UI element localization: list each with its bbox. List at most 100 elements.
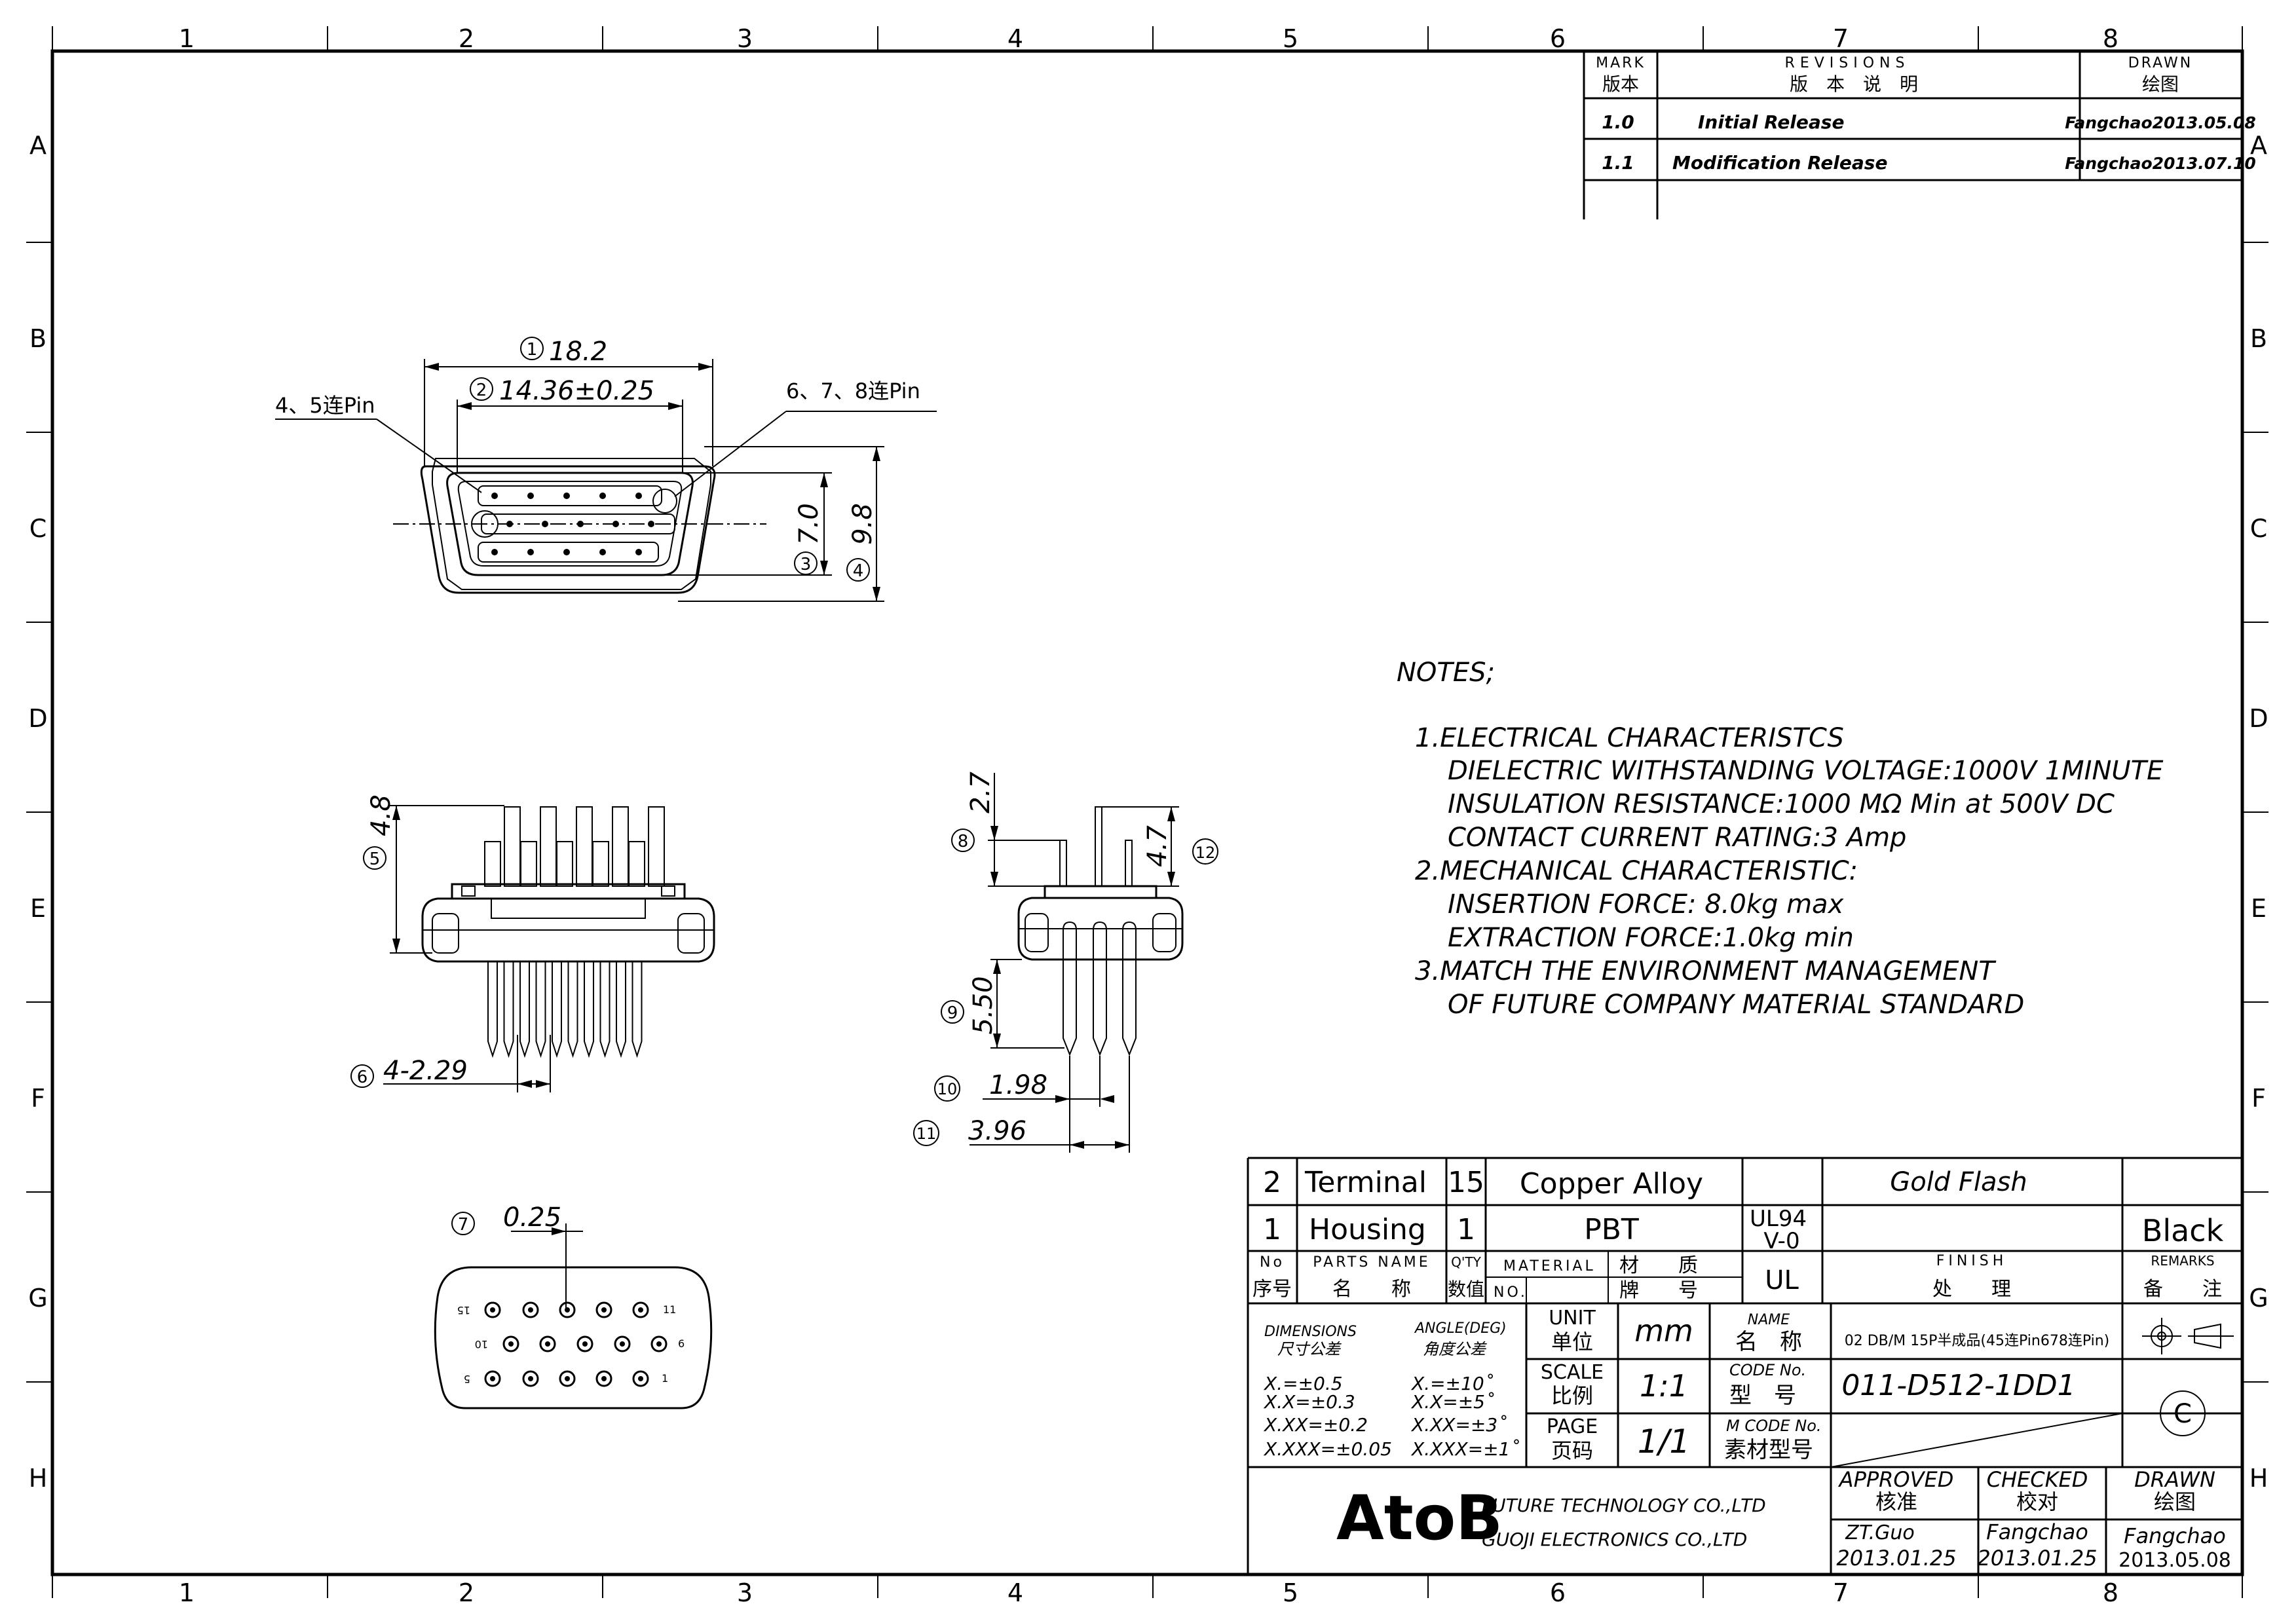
- bom-header-ul: UL: [1765, 1265, 1799, 1295]
- dim-9-value: 5.50: [968, 976, 998, 1034]
- pin-view: 7 0.25 15 11 10 6 5 1: [434, 1202, 713, 1409]
- note-line: 1.ELECTRICAL CHARACTERISTCS: [1415, 723, 1844, 753]
- tb-dimensions-cn: 尺寸公差: [1277, 1340, 1342, 1358]
- col-label: 6: [1550, 24, 1566, 53]
- rev-row-drawn: Fangchao2013.07.10: [2065, 154, 2256, 173]
- pin-center: [601, 1376, 607, 1381]
- tb-tolerance: X.X=±0.3: [1263, 1391, 1355, 1413]
- side-view-pin: [552, 961, 562, 1058]
- side-view-pin: [503, 961, 514, 1058]
- note-line: 3.MATCH THE ENVIRONMENT MANAGEMENT: [1415, 956, 1997, 986]
- row-label: A: [2250, 131, 2267, 160]
- rev-row-mark: 1.1: [1602, 152, 1634, 174]
- tb-page-label-cn: 页码: [1551, 1438, 1593, 1463]
- sheet-border: 1 2 3 4 5 6 7 8 1 2 3 4 5 6 7 8 A B C D …: [26, 24, 2268, 1607]
- pin-hole: [614, 1335, 631, 1352]
- tb-mcode-label-cn: 素材型号: [1724, 1437, 1813, 1463]
- bom-row-material: Copper Alloy: [1520, 1167, 1703, 1201]
- col-label: 8: [2103, 24, 2118, 53]
- pin-hole: [484, 1301, 501, 1318]
- pin-label-6: 6: [678, 1337, 685, 1350]
- dim-12-value: 4.7: [1142, 825, 1173, 867]
- row-label: A: [29, 131, 47, 160]
- row-label: G: [28, 1284, 47, 1313]
- dim-7-number: 7: [458, 1215, 469, 1235]
- tb-tolerance: X.=±0.5: [1263, 1373, 1343, 1394]
- dim-10-value: 1.98: [989, 1070, 1047, 1100]
- side-view-pin: [599, 961, 611, 1058]
- notes-title: NOTES;: [1397, 658, 1495, 688]
- col-label: 4: [1007, 1578, 1023, 1607]
- dim-3-number: 3: [800, 555, 812, 574]
- col-label: 7: [1833, 1578, 1849, 1607]
- rev-row-desc: Initial Release: [1698, 111, 1844, 133]
- side-view-pin: [519, 961, 530, 1058]
- note-line: CONTACT CURRENT RATING:3 Amp: [1448, 823, 1906, 853]
- tb-checked-cn: 校对: [2016, 1489, 2058, 1514]
- bom-header-qty: Q'TY: [1451, 1254, 1481, 1270]
- dim-4-value: 9.8: [848, 503, 878, 545]
- front-view: 1 18.2 2 14.36±0.25 7.0 3 9.8 4 4、5连Pin: [275, 337, 937, 602]
- bom-row-part: Terminal: [1304, 1166, 1427, 1199]
- pin-label-10: 10: [475, 1338, 488, 1351]
- bom-header-remarks-cn: 备 注: [2143, 1278, 2222, 1301]
- note-line: INSERTION FORCE: 8.0kg max: [1448, 889, 1844, 920]
- side-view-pin: [631, 961, 643, 1058]
- note-line: INSULATION RESISTANCE:1000 MΩ Min at 500…: [1448, 789, 2115, 819]
- bom-header-remarks: REMARKS: [2151, 1253, 2214, 1269]
- bom-header-part: PARTS NAME: [1313, 1254, 1430, 1271]
- note-line: 2.MECHANICAL CHARACTERISTIC:: [1415, 856, 1858, 886]
- note-line: OF FUTURE COMPANY MATERIAL STANDARD: [1448, 990, 2024, 1020]
- dim-2-number: 2: [476, 381, 487, 400]
- row-label: F: [31, 1084, 45, 1113]
- bom-header-no: No: [1260, 1254, 1285, 1271]
- pin-center: [656, 1341, 662, 1347]
- rev-row-drawn: Fangchao2013.05.08: [2065, 113, 2256, 132]
- dim-6-number: 6: [357, 1068, 368, 1087]
- bom-header-material-cn: 材 质: [1619, 1254, 1698, 1277]
- row-label: E: [30, 894, 46, 923]
- tb-angle-tolerance: X.X=±5˚: [1410, 1391, 1494, 1413]
- tb-name: 02 DB/M 15P半成品(45连Pin678连Pin): [1845, 1333, 2110, 1349]
- tb-mcode-label: M CODE No.: [1726, 1417, 1822, 1435]
- pin-label-1: 1: [662, 1372, 668, 1385]
- dim-1-value: 18.2: [549, 337, 607, 367]
- tb-approved-label: APPROVED: [1838, 1467, 1954, 1492]
- pin-center: [582, 1341, 588, 1347]
- col-label: 2: [459, 1578, 474, 1607]
- projection-symbol-icon: [2142, 1318, 2234, 1354]
- pin-hole: [502, 1335, 519, 1352]
- tb-approved-cn: 核准: [1875, 1489, 1917, 1514]
- company-line-2: GUOJI ELECTRONICS CO.,LTD: [1482, 1529, 1747, 1550]
- copyright-icon: [2160, 1390, 2206, 1436]
- dim-8-value: 2.7: [966, 772, 996, 813]
- tb-angle-tolerance: X.XX=±3˚: [1410, 1414, 1507, 1436]
- row-label: C: [2250, 514, 2268, 543]
- note-line: DIELECTRIC WITHSTANDING VOLTAGE:1000V 1M…: [1448, 756, 2164, 786]
- rev-mark-header-cn: 版本: [1602, 73, 1639, 95]
- bom-grade-line-2: V-0: [1763, 1228, 1799, 1254]
- tb-name-label-cn: 名 称: [1735, 1329, 1802, 1355]
- rev-drawn-header: DRAWN: [2128, 55, 2192, 71]
- dim-2-value: 14.36±0.25: [499, 376, 654, 406]
- bom-header-part-cn: 名 称: [1332, 1278, 1411, 1301]
- pin-center: [545, 1341, 550, 1347]
- pin-hole: [522, 1301, 539, 1318]
- col-label: 1: [179, 1578, 195, 1607]
- bom-table: 2 Terminal 15 Copper Alloy Gold Flash 1 …: [1247, 1157, 2242, 1574]
- pin-center: [528, 1376, 533, 1381]
- end-view: 2.7 8 4.7 12 5.50 9 10 1.98: [913, 772, 1218, 1153]
- pin-center: [490, 1307, 495, 1313]
- col-label: 1: [179, 24, 195, 53]
- pin-center: [601, 1307, 607, 1313]
- dim-3-value: 7.0: [794, 503, 824, 545]
- col-label: 6: [1550, 1578, 1566, 1607]
- dim-4-number: 4: [853, 561, 864, 581]
- dim-11-value: 3.96: [968, 1116, 1026, 1146]
- tb-tolerance: X.XXX=±0.05: [1263, 1438, 1392, 1460]
- bom-row-finish: Gold Flash: [1890, 1167, 2027, 1197]
- side-view-pin: [616, 961, 626, 1058]
- pin-center: [638, 1307, 643, 1313]
- revision-table: MARK 版本 REVISIONS 版 本 说 明 DRAWN 绘图 1.0 I…: [1583, 51, 2256, 219]
- tb-drawn-cn: 绘图: [2154, 1489, 2196, 1514]
